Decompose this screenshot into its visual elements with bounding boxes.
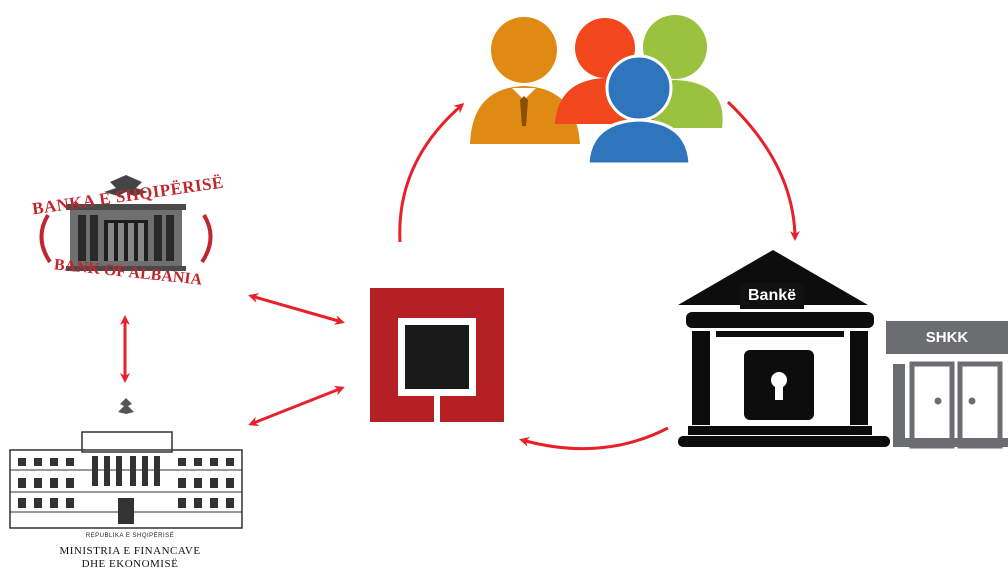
customers-group-icon bbox=[470, 15, 723, 166]
bank-of-albania-logo bbox=[39, 175, 213, 271]
boa-top-text: BANKA E SHQIPËRISË bbox=[30, 172, 225, 219]
logo-right-arc bbox=[200, 213, 213, 264]
person-orange-icon bbox=[470, 17, 580, 144]
eagle-emblem-icon bbox=[104, 175, 148, 196]
ministry-building-icon bbox=[9, 398, 243, 529]
ministry-caption-name: MINISTRIA E FINANCAVE bbox=[59, 545, 201, 557]
boa-bottom-text: BANK OF ALBANIA bbox=[53, 256, 203, 289]
bank-label: Bankë bbox=[740, 283, 804, 309]
person-blue-icon bbox=[586, 54, 692, 166]
ministry-caption-economy: DHE EKONOMISË bbox=[81, 558, 179, 570]
arrow-bank-to-box bbox=[519, 426, 669, 451]
bank-building-icon bbox=[66, 204, 186, 271]
arrow-customers-to-bank bbox=[726, 100, 800, 241]
arrow-box-to-customers bbox=[398, 103, 465, 243]
central-system-icon bbox=[370, 288, 504, 422]
shkk-building-icon bbox=[893, 356, 1008, 449]
logo-left-arc bbox=[39, 213, 52, 264]
ministry-caption-republic: REPUBLIKA E SHQIPËRISË bbox=[85, 533, 175, 539]
lock-icon bbox=[771, 372, 787, 400]
shkk-label: SHKK bbox=[886, 321, 1008, 354]
bank-of-albania-text: BANKA E SHQIPËRISË BANK OF ALBANIA bbox=[28, 168, 228, 303]
ministry-emblem-icon bbox=[118, 398, 134, 414]
arrow-boa-to-box bbox=[248, 293, 345, 325]
bank-building-icon bbox=[678, 250, 890, 447]
arrow-ministry-to-box bbox=[248, 385, 345, 427]
flow-arrows bbox=[120, 100, 800, 451]
